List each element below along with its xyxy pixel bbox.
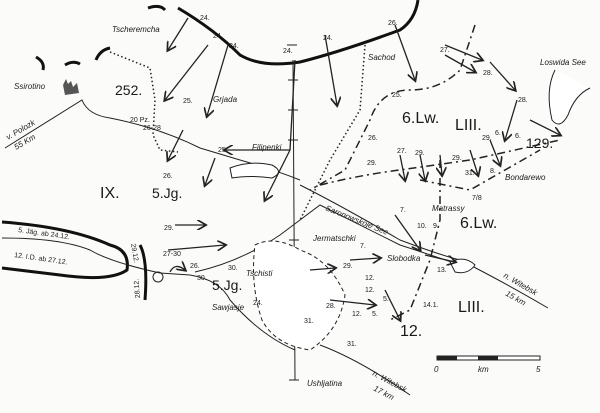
date-label: 7. bbox=[400, 207, 406, 214]
date-label: 12. bbox=[352, 311, 362, 318]
place-matrassy: Matrassy bbox=[432, 204, 465, 213]
unit-liii-south: LIII. bbox=[458, 299, 485, 316]
place-ssirotino: Ssirotino bbox=[14, 82, 46, 91]
unit-5-jg-west: 5.Jg. bbox=[152, 185, 182, 201]
date-label: 6. bbox=[515, 133, 521, 140]
date-label: 28. bbox=[518, 97, 528, 104]
lake-saronowskoje bbox=[229, 162, 279, 179]
corridor-date-28: 28.12. bbox=[133, 278, 142, 298]
date-label: 24. bbox=[213, 33, 223, 40]
date-label: 25. bbox=[183, 98, 193, 105]
date-label: 24. bbox=[323, 35, 333, 42]
date-label: 25. bbox=[218, 147, 228, 154]
dotted-line bbox=[109, 51, 179, 153]
dotted-line bbox=[299, 44, 366, 221]
date-label: 30. bbox=[228, 265, 238, 272]
date-label: 7. bbox=[360, 243, 366, 250]
date-label: 12. bbox=[365, 275, 375, 282]
unit-129: 129. bbox=[526, 135, 553, 151]
date-label: 28. bbox=[326, 303, 336, 310]
date-label: 25. bbox=[392, 92, 402, 99]
date-label: 28. bbox=[483, 70, 493, 77]
unit-ix: IX. bbox=[100, 185, 120, 202]
date-label: 8. bbox=[490, 168, 496, 175]
corridor bbox=[1, 204, 461, 351]
date-label: 9. bbox=[433, 223, 439, 230]
date-label: 12. bbox=[365, 287, 375, 294]
date-label: 7/8 bbox=[472, 195, 482, 202]
unit-252: 252. bbox=[115, 82, 142, 98]
unit-12: 12. bbox=[400, 323, 422, 340]
date-label: 31. bbox=[465, 170, 475, 177]
date-label: 29. bbox=[452, 155, 462, 162]
boundary-line bbox=[319, 139, 561, 186]
place-jermatschki: Jermatschki bbox=[312, 234, 356, 243]
place-tscheremcha: Tscheremcha bbox=[112, 25, 160, 34]
date-label: 10. bbox=[417, 223, 427, 230]
date-label: 27. bbox=[397, 148, 407, 155]
date-label: 31. bbox=[347, 341, 357, 348]
date-label: 26. bbox=[388, 20, 398, 27]
date-label: 26. bbox=[190, 263, 200, 270]
corridor-label-12-id: 12. I.D. ab 27.12. bbox=[14, 252, 68, 266]
date-label: 13. bbox=[437, 267, 447, 274]
place-tschisti: Tschisti bbox=[246, 269, 273, 278]
date-label: 26. bbox=[368, 135, 378, 142]
swamp-area bbox=[253, 240, 346, 351]
date-label: 6. bbox=[495, 130, 501, 137]
unit-6-lw-east: 6.Lw. bbox=[460, 215, 497, 232]
date-label: 29. bbox=[482, 135, 492, 142]
boundary-line bbox=[419, 149, 541, 191]
date-label: 14.1. bbox=[423, 302, 439, 309]
place-ushljatina: Ushljatina bbox=[307, 379, 343, 388]
place-saronowskoje-see: Saronowskoje See bbox=[324, 204, 390, 238]
road-witebsk-south bbox=[319, 344, 411, 396]
place-bondarewo: Bondarewo bbox=[505, 173, 546, 182]
place-sawjasje: Sawjasje bbox=[212, 303, 245, 312]
road-label-witebsk-east-km: 15 km bbox=[504, 289, 528, 308]
date-label: 27-30 bbox=[163, 251, 181, 258]
scale-unit: km bbox=[478, 365, 489, 374]
date-label: 29. bbox=[415, 150, 425, 157]
attack-arrows bbox=[165, 17, 560, 320]
scale-start: 0 bbox=[434, 365, 439, 374]
date-label: 5. bbox=[383, 296, 389, 303]
date-label: 24. bbox=[200, 15, 210, 22]
place-filipenki: Filipenki bbox=[252, 143, 282, 152]
date-label: 29. bbox=[367, 160, 377, 167]
date-label: 29. bbox=[164, 225, 174, 232]
road-witebsk-east bbox=[299, 184, 549, 309]
unit-6-lw-north: 6.Lw. bbox=[402, 110, 439, 127]
scale-bar: 0 km 5 bbox=[434, 355, 541, 374]
date-label: 5. bbox=[372, 311, 378, 318]
front-line bbox=[35, 0, 420, 71]
date-label: 29. bbox=[343, 263, 353, 270]
boundary-line bbox=[309, 24, 476, 191]
unit-20-pz: 20 Pz. bbox=[130, 117, 150, 124]
boundary-line bbox=[389, 160, 441, 321]
lake-loswida bbox=[548, 69, 591, 125]
date-label: 26. bbox=[163, 173, 173, 180]
scale-end: 5 bbox=[536, 365, 541, 374]
date-label: 24. bbox=[253, 300, 263, 307]
unit-liii-north: LIII. bbox=[455, 117, 482, 134]
date-label: 27. bbox=[440, 47, 450, 54]
date-labels: 24. 24. 24. 24. 24. 26. 27. 28. 28. 25. … bbox=[143, 15, 528, 348]
place-sachod: Sachod bbox=[368, 53, 396, 62]
date-label: 26-28 bbox=[143, 125, 161, 132]
place-grjada: Grjada bbox=[213, 95, 238, 104]
place-loswida-see: Loswida See bbox=[540, 58, 586, 67]
unit-5-jg-south: 5.Jg. bbox=[212, 277, 242, 293]
date-label: 30. bbox=[197, 275, 207, 282]
town-symbol bbox=[63, 79, 79, 95]
date-label: 31. bbox=[304, 318, 314, 325]
place-slobodka: Slobodka bbox=[387, 254, 421, 263]
date-label: 24. bbox=[229, 43, 239, 50]
date-label: 24. bbox=[283, 48, 293, 55]
corridor-date-29: 29.12. bbox=[129, 243, 139, 263]
